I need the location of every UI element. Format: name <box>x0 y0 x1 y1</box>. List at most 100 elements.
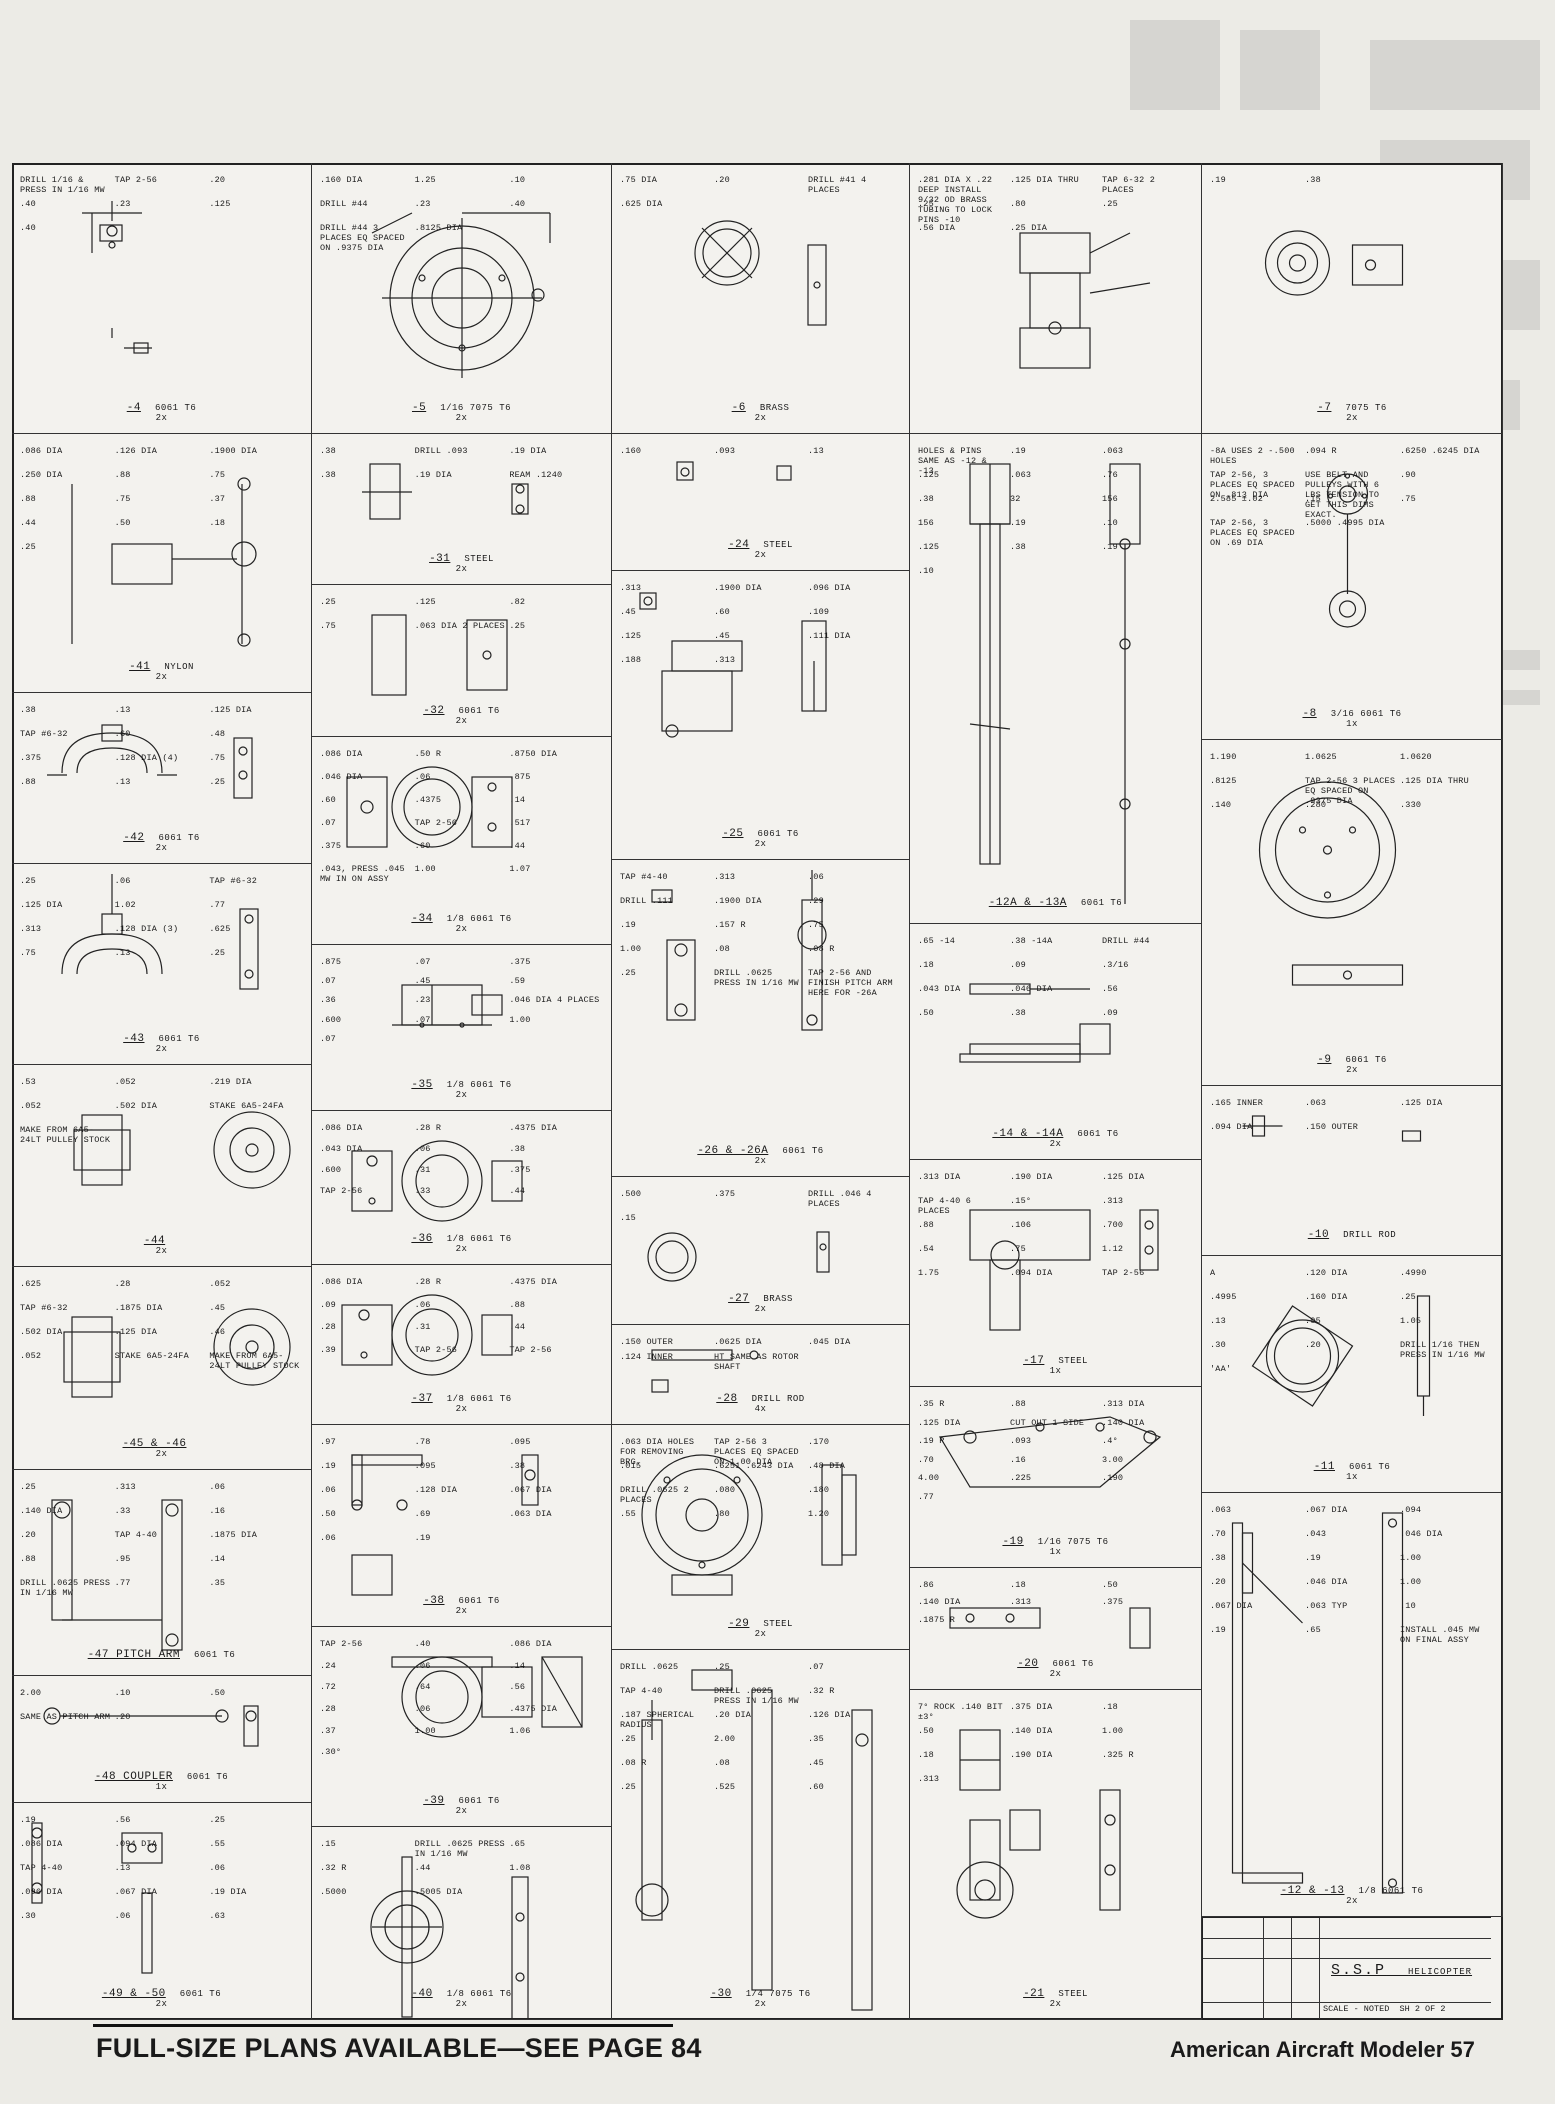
drawing-stroke <box>1144 1220 1154 1230</box>
part-scale: 2x <box>754 550 767 560</box>
part-geometry <box>370 1856 529 2019</box>
part-scale: 2x <box>754 1999 767 2009</box>
drawing-stroke <box>819 1243 827 1251</box>
dimension-note: 7° ROCK .140 BIT ±3° <box>918 1702 1003 1722</box>
part-scale: 2x <box>1346 413 1358 423</box>
drawing-stroke <box>1251 1305 1354 1407</box>
drawing-stroke <box>76 747 148 774</box>
dimension-note: .97 <box>320 1437 336 1447</box>
part-drawing-p8: -8A USES 2 -.500 HOLES.094 R.6250 .6245 … <box>1202 434 1503 740</box>
part-material: 1/8 6061 T6 <box>446 914 512 924</box>
drawing-stroke <box>370 1890 444 1964</box>
dimension-note: .160 DIA <box>1305 1292 1348 1302</box>
dimension-note: .56 <box>114 1815 131 1825</box>
drawing-stroke <box>1104 1814 1116 1826</box>
dimension-note: .5000 .4995 DIA <box>1305 518 1385 528</box>
part-material: DRILL ROD <box>751 1394 805 1404</box>
drawing-stroke <box>147 1843 157 1853</box>
part-number: -10 <box>1307 1229 1330 1241</box>
part-scale: 4x <box>754 1404 767 1414</box>
part-material: 6061 T6 <box>1080 898 1123 908</box>
dimension-note: .88 <box>114 470 131 480</box>
drawing-stroke <box>751 1689 773 1991</box>
drawing-stroke <box>360 1351 368 1359</box>
dimension-note: .09 <box>1102 1008 1118 1018</box>
dimension-note: .56 <box>1102 984 1118 994</box>
part-number: -6 <box>731 402 746 414</box>
dimension-note: .096 DIA <box>808 583 851 593</box>
drawing-stroke <box>1119 638 1131 650</box>
drawing-stroke <box>481 1666 533 1718</box>
part-scale: 2x <box>1049 1999 1062 2009</box>
part-geometry <box>959 983 1111 1063</box>
drawing-stroke <box>341 1304 393 1366</box>
dimension-note: .094 DIA <box>1210 1122 1253 1132</box>
dimension-note: .72 <box>320 1682 336 1693</box>
part-drawing-p29: .063 DIA HOLES FOR REMOVING BRG.TAP 2-56… <box>612 1425 910 1650</box>
dimension-note: INSTALL .045 MW ON FINAL ASSY <box>1400 1625 1480 1645</box>
drawing-stroke <box>661 670 733 732</box>
drawing-stroke <box>491 1160 523 1202</box>
dimension-note: .20 <box>714 175 730 185</box>
part-number: -28 <box>716 1393 738 1405</box>
dimension-note: .54 <box>918 1244 934 1254</box>
dimension-note: .375 <box>714 1189 736 1199</box>
drawing-stroke <box>1129 1607 1151 1649</box>
part-number: -38 <box>423 1595 445 1607</box>
dimension-note: .15 <box>320 1839 336 1849</box>
dimension-note: .313 <box>114 1482 136 1492</box>
part-geometry <box>392 984 503 1028</box>
dimension-note: 1.00 <box>414 1725 436 1736</box>
dimension-note: .50 <box>209 1688 226 1698</box>
dimension-note: .15 <box>620 1213 636 1223</box>
dimension-note: TAP 2-56 <box>414 818 458 828</box>
dimension-note: 2.585 ±.02 <box>1210 494 1264 504</box>
dimension-note: .015 <box>620 1461 642 1471</box>
dimension-note: DRILL .0625 PRESS IN 1/16 MW <box>20 1578 111 1598</box>
dimension-note: .30° <box>320 1747 342 1758</box>
drawing-stroke <box>61 732 163 774</box>
dimension-note: .086 DIA <box>20 446 63 456</box>
part-drawing-p21: 7° ROCK .140 BIT ±3°.375 DIA.18.50.140 D… <box>910 1690 1202 2020</box>
part-scale: 1x <box>1049 1366 1062 1376</box>
dimension-note: .25 <box>918 199 934 209</box>
dimension-note: .140 DIA <box>1102 1417 1145 1428</box>
drawing-stroke <box>674 1003 688 1017</box>
dimension-note: .1875 DIA <box>114 1303 163 1313</box>
drawing-stroke <box>1274 797 1381 903</box>
part-material: 6061 T6 <box>1349 1462 1391 1472</box>
title-block-title: S.S.P HELICOPTER <box>1331 1962 1473 1979</box>
part-scale: 2x <box>455 413 468 423</box>
dimension-note: .128 DIA (3) <box>114 924 179 934</box>
dimension-note: .502 DIA <box>114 1101 158 1111</box>
dimension-note: TAP #4-40 <box>620 872 668 882</box>
drawing-stroke <box>1265 1319 1340 1393</box>
drawing-stroke <box>965 1613 975 1623</box>
dimension-note: .33 <box>114 1506 131 1516</box>
dimension-note: .19 <box>320 1461 336 1471</box>
dimension-note: .4375 DIA <box>509 1277 558 1287</box>
dimension-note: .0625 DIA <box>714 1337 762 1347</box>
dimension-note: .625 <box>20 1279 42 1289</box>
dimension-note: .180 <box>808 1485 830 1495</box>
drawing-stroke <box>959 1053 1081 1063</box>
drawing-stroke <box>360 800 374 814</box>
drawing-stroke <box>76 948 148 975</box>
dimension-note: .70 <box>918 1454 934 1465</box>
dimension-note: .125 DIA THRU <box>1010 175 1079 185</box>
dimension-note: .375 DIA <box>1010 1702 1053 1712</box>
dimension-note: .19 <box>1102 542 1118 552</box>
